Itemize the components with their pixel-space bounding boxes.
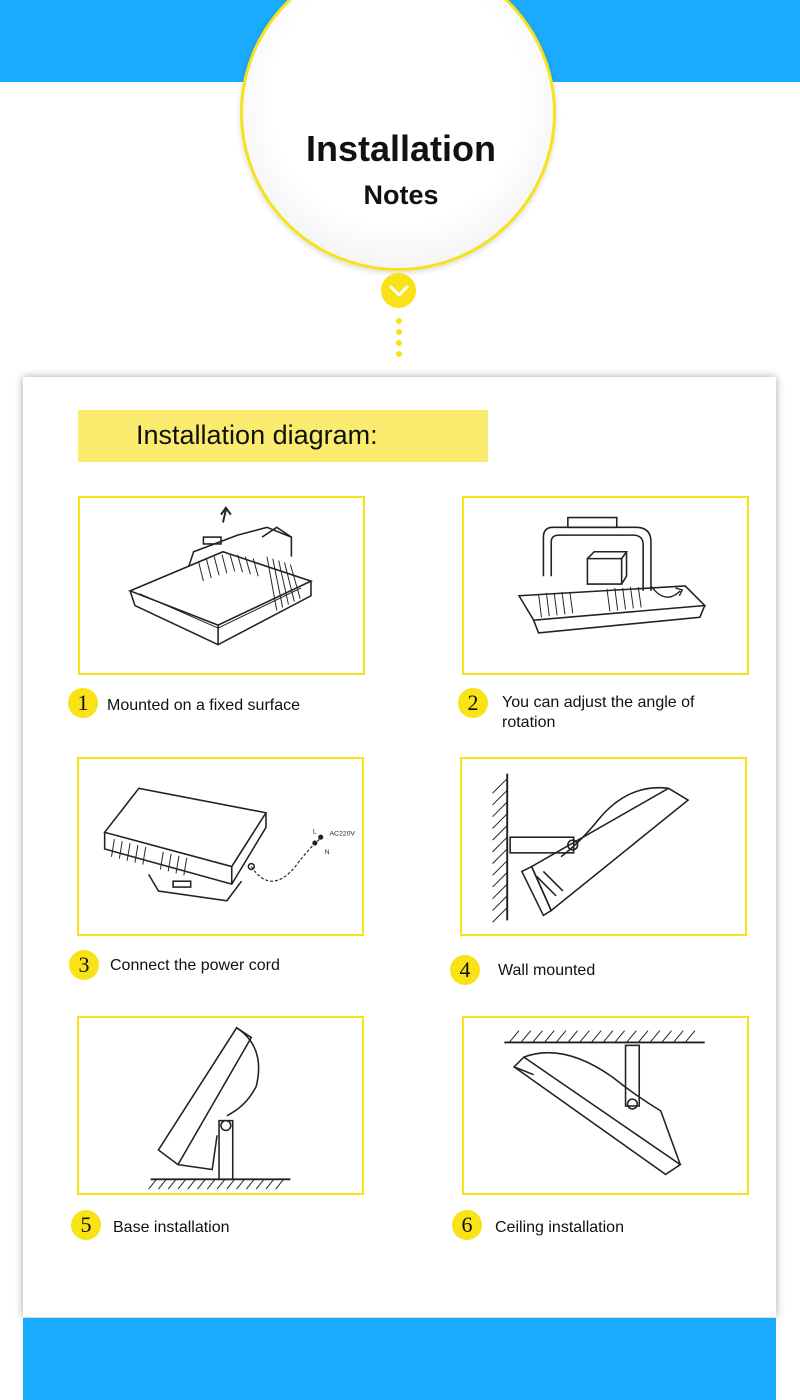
bottom-banner [23, 1318, 776, 1400]
terminal-l-label: L [313, 828, 317, 835]
step-1-badge: 1 [68, 688, 98, 718]
illustration-angle-rotation [462, 496, 749, 675]
scroll-down-button[interactable] [381, 273, 416, 308]
illustration-fixed-surface [78, 496, 365, 675]
dotted-connector [396, 318, 402, 362]
illustration-ceiling-installation [462, 1016, 749, 1195]
illustration-base-installation [77, 1016, 364, 1195]
step-5-badge: 5 [71, 1210, 101, 1240]
step-6-caption: Ceiling installation [495, 1219, 624, 1236]
step-3-caption: Connect the power cord [110, 957, 280, 974]
step-3-badge: 3 [69, 950, 99, 980]
page-title: Installation [305, 128, 497, 169]
step-5-caption: Base installation [113, 1219, 230, 1236]
step-4-caption: Wall mounted [498, 962, 596, 979]
step-2-badge: 2 [458, 688, 488, 718]
step-2-caption-line2: rotation [502, 714, 556, 731]
illustration-wall-mounted [460, 757, 747, 936]
step-4-badge: 4 [450, 955, 480, 985]
page-subtitle: Notes [363, 180, 439, 210]
step-2-caption-line1: You can adjust the angle of [502, 694, 695, 711]
illustration-power-cord: L N AC220V [77, 757, 364, 936]
step-6-badge: 6 [452, 1210, 482, 1240]
voltage-label: AC220V [330, 830, 356, 837]
terminal-n-label: N [325, 849, 330, 856]
chevron-down-icon [389, 285, 408, 296]
step-1-caption: Mounted on a fixed surface [107, 697, 301, 714]
title-badge: Installation Notes [240, 0, 556, 271]
diagram-heading: Installation diagram: [78, 410, 488, 462]
